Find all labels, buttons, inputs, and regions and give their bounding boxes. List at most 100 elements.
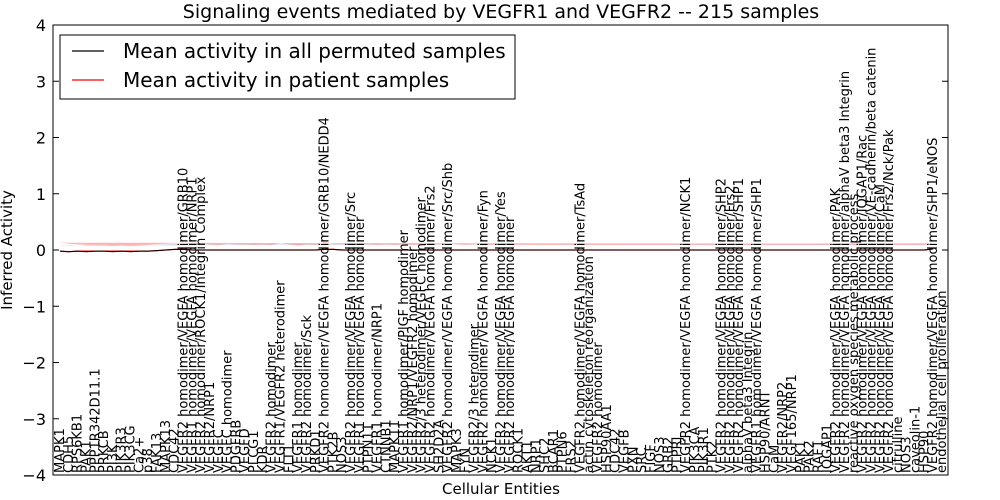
x-axis-tick-labels: MAPK1CDH5RPS6KB1PAK1PPP1R342D11.1PRKCBPI…	[53, 48, 950, 473]
entity-label: FAK13	[150, 433, 165, 473]
entity-label: VEGFR2 homodimer/VEGFA homodimer	[503, 216, 518, 473]
entity-label: ROCK1	[512, 428, 527, 473]
entity-label: VEGFR2 homodimer/VEGFA homodimer/IQGAP1/…	[856, 135, 871, 473]
entity-label: VEGFR2 homodimer/VEGFA homodimer/VE-cadh…	[864, 48, 879, 473]
entity-label: RAF1	[812, 440, 827, 473]
y-tick-label-8: 4	[36, 16, 46, 35]
entity-label: PRKCB	[97, 430, 112, 473]
chart-title: Signaling events mediated by VEGFR1 and …	[183, 1, 819, 23]
entity-label: endothelial cell proliferation	[935, 291, 950, 474]
entity-label: VEGFB	[618, 429, 633, 473]
y-tick-label-3: −1	[22, 297, 46, 316]
entity-label: PIK3CA	[688, 426, 703, 473]
entity-label: VEGFD	[238, 428, 253, 473]
entity-label: VEGFR2 homodimer/VEGFA homodimer/PAK	[829, 187, 844, 473]
entity-label: PAK2	[803, 440, 818, 473]
entity-label: VEGFR2/NRP1/VEGFR2 homodimer	[406, 246, 421, 473]
entity-label: VEGFR2 homodimer/VEGFA homodimer/Frs2	[423, 185, 438, 473]
entity-label: VEGFR2/3 heterodimer/VEGFC homodimer	[415, 196, 430, 473]
entity-label: VEGFR1 homodimer/NRP1	[371, 303, 386, 473]
entity-label: VEGFR2 homodimer/VEGFA homodimer/Yes	[494, 191, 509, 473]
entity-label: VEGFR2/NRP1	[203, 382, 218, 473]
plot-frame	[52, 24, 949, 476]
entity-label: CDC42	[168, 428, 183, 473]
entity-label: CaM	[767, 445, 782, 473]
y-tick-label-5: 1	[36, 185, 46, 204]
entity-label: NOS3	[900, 437, 915, 473]
entity-label: MAPK13	[159, 420, 174, 473]
entity-label: PDGFRB	[229, 420, 244, 473]
entity-label: VEGFR2 homodimer/ROCK1/Integrin Complex	[194, 176, 209, 473]
entity-label: CTNNB1	[379, 419, 394, 473]
entity-label: PAK1	[80, 440, 95, 473]
entity-label: PRKD1	[309, 429, 324, 473]
band-patient	[60, 242, 934, 246]
y-tick-label-0: −4	[22, 466, 46, 485]
entity-label: VEGF165/NRP1	[785, 374, 800, 473]
entity-label: PIK3R3	[115, 427, 130, 473]
entity-label: AKT1	[521, 440, 536, 473]
entity-label: VEGFR2 homodimer/VEGFA homodimer/SHP1/eN…	[926, 138, 941, 473]
entity-label: NRP1	[529, 438, 544, 473]
entity-label: VEGFR2/NRP2	[776, 382, 791, 473]
entity-label: VEGFR2 homodimer/VEGFA homodimer/Src	[344, 192, 359, 473]
entity-label: PXN	[626, 447, 641, 473]
entity-label: MAPK11	[388, 420, 403, 473]
legend-label-permuted: Mean activity in all permuted samples	[123, 39, 506, 63]
entity-label: HSP90	[917, 431, 932, 473]
entity-label: VEGFR1 homodimer	[291, 342, 306, 473]
entity-label: FLT1	[282, 444, 297, 473]
entity-label: HSP90/ARNT	[759, 391, 774, 473]
entity-label: PIK3CG	[124, 425, 139, 473]
entity-label: VEGFR2 homodimer/VEGFA homodimer/TsAd	[573, 183, 588, 473]
entity-label: MAPK1	[53, 428, 68, 473]
entity-label: reactive oxygen species metabolic proces…	[847, 193, 862, 473]
entity-label: Ca2+	[132, 437, 147, 473]
entity-label: citrulline	[891, 416, 906, 473]
y-tick-label-6: 2	[36, 129, 46, 148]
entity-label: NOS3	[335, 437, 350, 473]
y-axis-label: Inferred Activity	[0, 190, 16, 310]
legend-label-patient: Mean activity in patient samples	[123, 68, 449, 92]
entity-label: VEGFR2/3 heterodimer	[468, 323, 483, 473]
line-permuted	[59, 248, 934, 253]
entity-label: VEGFR2 homodimer/VEGFA homodimer/SHP2	[715, 178, 730, 473]
confidence-bands	[60, 242, 934, 247]
entity-label: SRC	[635, 447, 650, 473]
entity-label: FYN	[459, 448, 474, 473]
entity-label: actin cytoskeleton reorganization	[582, 256, 597, 473]
y-tick-label-7: 3	[36, 72, 46, 91]
entity-label: PPP1R342D11.1	[88, 368, 103, 473]
entity-label: VEGFR2 homodimer/VEGFA homodimer/GRB10/N…	[318, 117, 333, 473]
entity-label: VEGFR2 homodimer/VEGFA homodimer/alphaV …	[838, 71, 853, 473]
entity-label: NCK1	[485, 437, 500, 473]
entity-label: MAPK3	[450, 428, 465, 473]
legend: Mean activity in all permuted samples Me…	[59, 34, 516, 100]
entity-label: VEGFC homodimer	[221, 350, 236, 473]
entity-label: PTPRJ	[670, 437, 685, 474]
entity-label: PTPN6	[556, 431, 571, 473]
entity-label: SH2D2A	[432, 419, 447, 473]
x-axis-label: Cellular Entities	[442, 480, 560, 498]
entity-label: VEGFR2 homodimer/VEGFA homodimer/Frs2	[723, 185, 738, 473]
entity-label: IQGAP1	[820, 424, 835, 473]
entity-label: KDR	[256, 445, 271, 473]
entity-label: VEGFR2 homodimer/Sck	[300, 314, 315, 473]
entity-label: caveolin-1	[909, 406, 924, 473]
entity-label: PTPN11	[362, 423, 377, 473]
entity-label: PIK3R1	[697, 427, 712, 473]
entity-label: NOS3	[653, 437, 668, 473]
entity-label: PLCG1	[247, 430, 262, 473]
legend-box	[59, 34, 516, 100]
entity-label: SHC2	[538, 438, 553, 473]
y-tick-label-1: −3	[22, 410, 46, 429]
entity-label: VEGFC	[212, 429, 227, 473]
entity-label: VEGFR2 homodimer/VEGFA homodimer/CaM	[873, 184, 888, 473]
entity-label: VEGFR1 homodimer/VEGFA homodimer/SHP1	[750, 178, 765, 473]
entity-label: VEGFR2 homodimer	[265, 342, 280, 473]
entity-label: RPS6KB1	[71, 414, 86, 473]
entity-label: VEGFR2 homodimer/VEGFA homodimer/GRB10	[177, 168, 192, 473]
entity-label: PI3K	[106, 444, 121, 473]
entity-label: alphaV beta3 Integrin	[741, 332, 756, 473]
